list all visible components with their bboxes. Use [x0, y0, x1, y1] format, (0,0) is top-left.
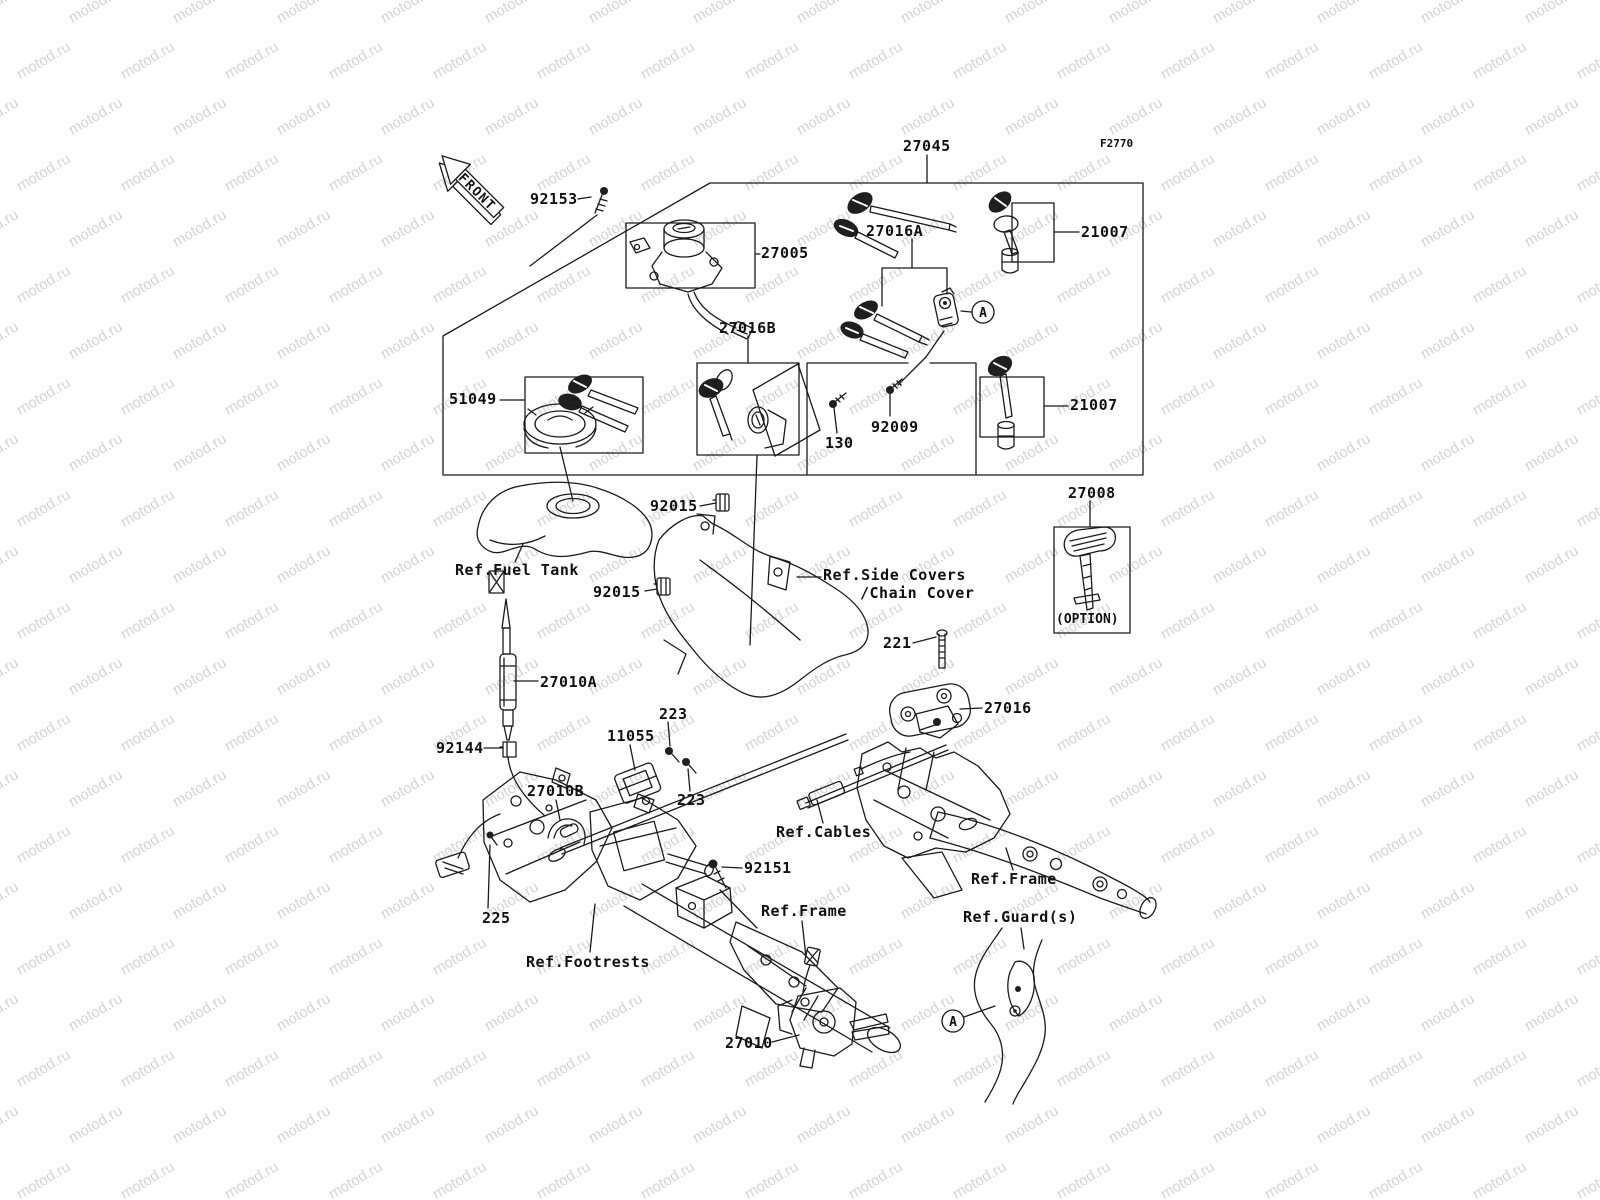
- label-ref-guards: Ref.Guard(s): [963, 908, 1078, 926]
- label-ref-frame-center: Ref.Frame: [761, 902, 847, 920]
- label-ref-frame-right: Ref.Frame: [971, 870, 1057, 888]
- label-21007-mid: 21007: [1070, 396, 1118, 414]
- bolt-130: [829, 392, 847, 408]
- bolt-92151: [708, 859, 758, 929]
- label-27010: 27010: [725, 1034, 773, 1052]
- switch-body-27010a: [488, 570, 546, 817]
- interlock-switch-27010: [777, 946, 890, 1069]
- label-92015-top: 92015: [650, 497, 698, 515]
- label-27008: 27008: [1068, 484, 1116, 502]
- label-51049: 51049: [449, 390, 497, 408]
- key-lock-21007-mid: [987, 355, 1015, 450]
- label-27005: 27005: [761, 244, 809, 262]
- label-ref-fuel-tank: Ref.Fuel Tank: [455, 561, 579, 579]
- label-27008-option: (OPTION): [1056, 612, 1119, 627]
- label-92015-bottom: 92015: [593, 583, 641, 601]
- label-27016b: 27016B: [719, 319, 777, 337]
- lock-27016a: [933, 287, 959, 328]
- wire-connector-225: [435, 813, 501, 879]
- label-225: 225: [482, 909, 511, 927]
- option-key-27008: [1063, 526, 1117, 611]
- callout-boxes: [442, 154, 1144, 634]
- clip-92015-top: [712, 493, 730, 512]
- interlock-rod-11055: [559, 733, 849, 855]
- side-cover-outline: [653, 513, 869, 698]
- fuel-tank-outline: [476, 481, 653, 559]
- label-11055: 11055: [607, 727, 655, 745]
- label-92151: 92151: [744, 859, 792, 877]
- label-27010a: 27010A: [540, 673, 598, 691]
- label-27016: 27016: [984, 699, 1032, 717]
- label-130: 130: [825, 434, 854, 452]
- key-set-27016a: [840, 300, 930, 359]
- label-223-bottom: 223: [677, 791, 706, 809]
- label-27010b: 27010B: [527, 782, 585, 800]
- label-21007-top: 21007: [1081, 223, 1129, 241]
- label-ref-side-covers: Ref.Side Covers: [823, 566, 966, 584]
- label-ref-cables: Ref.Cables: [776, 823, 872, 841]
- guard-outline: [973, 927, 1046, 1105]
- fuel-cap-51049: [523, 374, 639, 449]
- label-ref-footrests: Ref.Footrests: [526, 953, 650, 971]
- label-figure-code: F2770: [1100, 137, 1134, 150]
- ignition-switch-27005: [629, 219, 753, 340]
- label-27016a: 27016A: [866, 222, 924, 240]
- lock-mount-27016: [888, 629, 972, 739]
- label-92144: 92144: [436, 739, 484, 757]
- label-ref-chain-cover: /Chain Cover: [860, 584, 975, 602]
- screw-92153: [594, 187, 608, 214]
- frame-arm-right: [856, 741, 1157, 919]
- key-lock-27016b: [698, 363, 821, 646]
- detail-a-letter: A: [979, 306, 987, 321]
- detail-marker-a-bottom: A: [941, 1009, 965, 1033]
- cable-run: [796, 744, 949, 810]
- label-221: 221: [883, 634, 912, 652]
- label-92153: 92153: [530, 190, 578, 208]
- label-223-top: 223: [659, 705, 688, 723]
- bolt-92009: [886, 378, 903, 394]
- detail-marker-a-top: A: [971, 300, 995, 324]
- footrest-bracket: [482, 767, 714, 903]
- label-92009: 92009: [871, 418, 919, 436]
- key-set-27045: [833, 192, 957, 259]
- leader-lines: [483, 196, 1025, 1043]
- label-27045: 27045: [903, 137, 951, 155]
- clip-92015-bottom: [653, 577, 671, 596]
- detail-a-letter: A: [949, 1015, 957, 1030]
- key-lock-21007-top: [988, 191, 1019, 274]
